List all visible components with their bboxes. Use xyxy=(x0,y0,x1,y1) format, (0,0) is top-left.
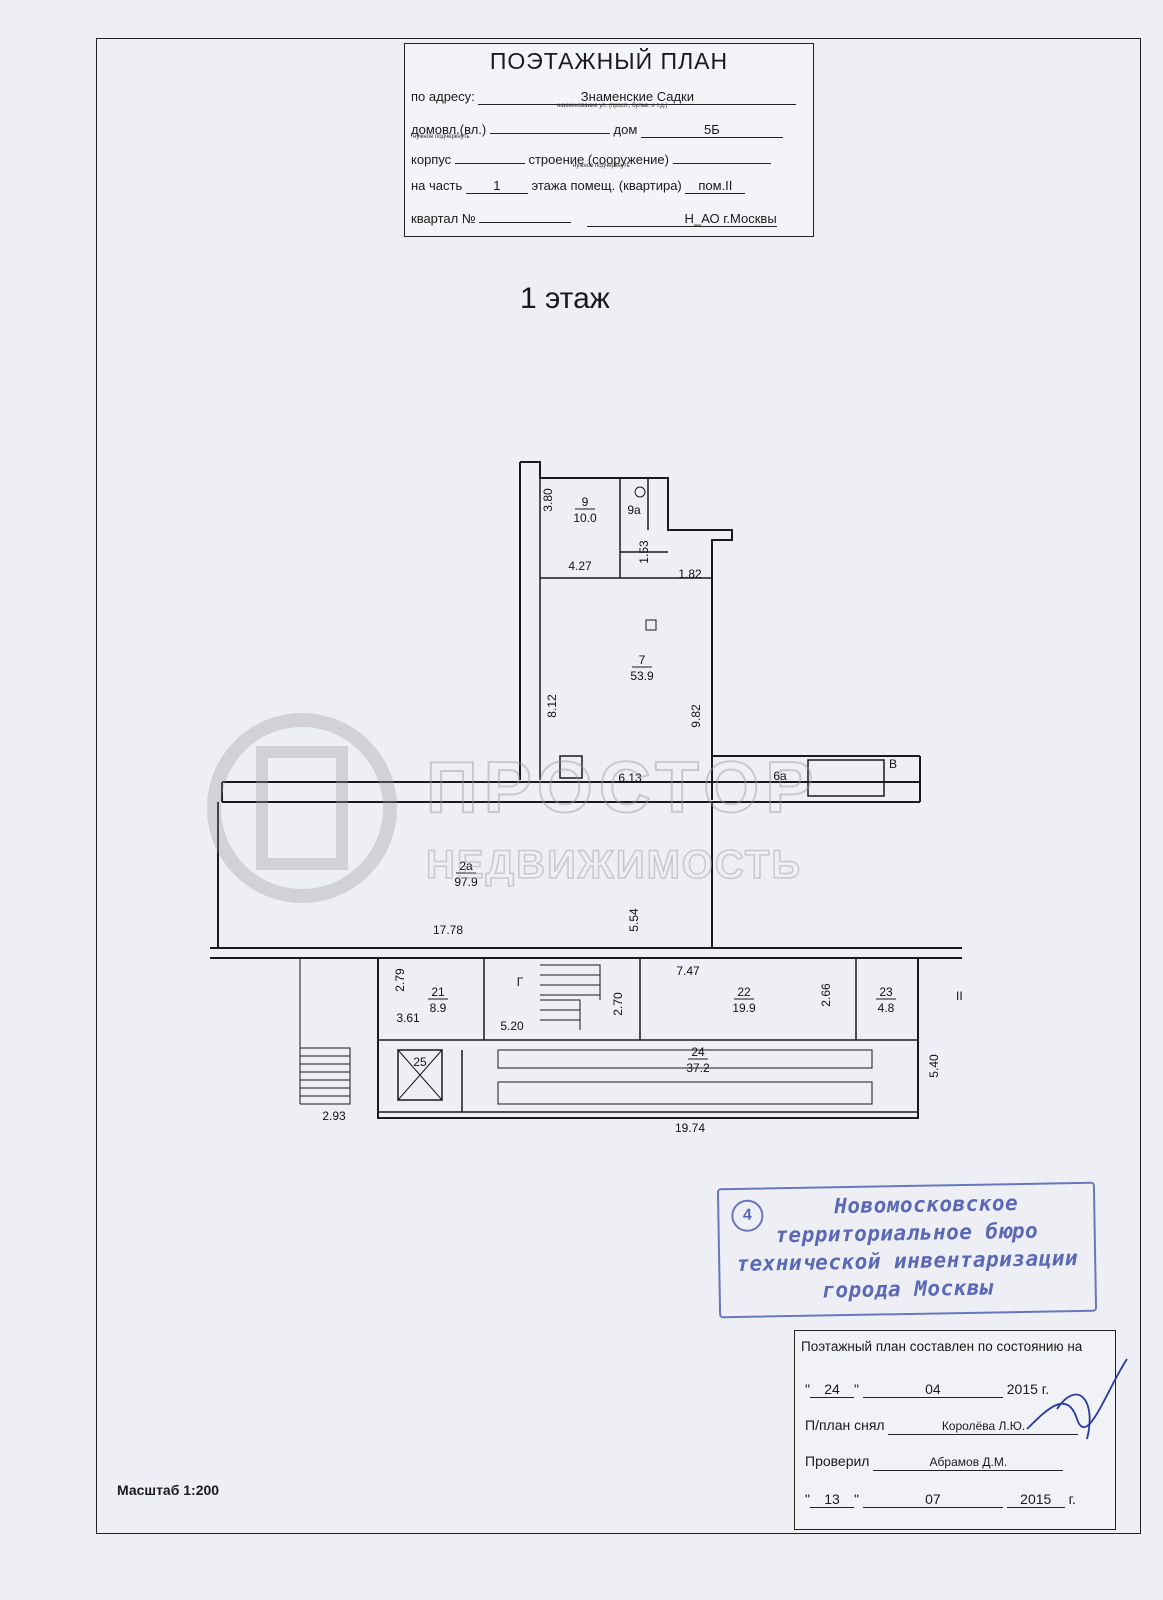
stroenie-note: нужное подчеркнуть xyxy=(573,163,630,169)
dom-value: 5Б xyxy=(640,122,783,138)
scale-label: Масштаб 1:200 xyxy=(117,1482,220,1498)
drew-label: П/план снял xyxy=(805,1417,885,1433)
mark-ii: II xyxy=(956,989,963,1003)
checked-value: Абрамов Д.М. xyxy=(873,1454,1064,1471)
dimension-label: 2.70 xyxy=(611,992,625,1016)
info-heading: Поэтажный план составлен по состоянию на xyxy=(801,1339,1083,1354)
floor-label: этажа помещ. (квартира) xyxy=(531,178,682,193)
room-area: 8.9 xyxy=(430,1001,447,1015)
room-number: 22 xyxy=(737,985,751,999)
room-area: 97.9 xyxy=(454,875,478,889)
plan-title: ПОЭТАЖНЫЙ ПЛАН xyxy=(489,48,729,74)
floor-title: 1 этаж xyxy=(520,282,610,315)
dimension-label: 3.61 xyxy=(396,1011,420,1025)
date2-month: 07 xyxy=(862,1491,1003,1508)
address-label: по адресу: xyxy=(411,89,475,104)
date2-year: 2015 xyxy=(1006,1491,1065,1508)
room-number: 23 xyxy=(879,985,893,999)
info-box: Поэтажный план составлен по состоянию на… xyxy=(794,1330,1128,1530)
room-area: 19.9 xyxy=(732,1001,756,1015)
page-frame xyxy=(96,38,1141,1534)
stamp-line-3: технической инвентаризации xyxy=(736,1246,1079,1276)
okrug-value: Н_АО г.Москвы xyxy=(586,211,777,227)
date2-row: "13" 07 2015 г. xyxy=(805,1491,1076,1508)
dimension-label: 2.93 xyxy=(322,1109,346,1123)
room-number: 9 xyxy=(582,495,589,509)
room-number: 7 xyxy=(639,653,646,667)
house-label: домовл.(вл.) xyxy=(411,122,487,137)
room-number: Г xyxy=(517,975,524,989)
dimension-label: 6.13 xyxy=(618,771,642,785)
dimension-label: 2.66 xyxy=(819,983,833,1007)
room-number: В xyxy=(889,757,897,771)
dimension-label: 3.80 xyxy=(541,488,555,512)
bti-stamp: 4 Новомосковское территориальное бюро те… xyxy=(716,1181,1098,1319)
dimension-label: 1.53 xyxy=(637,540,651,564)
checked-row: Проверил Абрамов Д.М. xyxy=(805,1453,1064,1471)
kvartal-label: квартал № xyxy=(411,211,476,226)
date1-month: 04 xyxy=(862,1381,1003,1398)
dimension-label: 2.79 xyxy=(393,968,407,992)
date1-g: г. xyxy=(1041,1381,1050,1397)
title-block: ПОЭТАЖНЫЙ ПЛАН по адресу: Знаменские Сад… xyxy=(404,43,814,237)
part-label: на часть xyxy=(411,178,463,193)
address-line: по адресу: Знаменские Садки xyxy=(411,89,797,105)
part-line: на часть 1 этажа помещ. (квартира) пом.I… xyxy=(411,178,746,194)
kvartal-line: квартал № Н_АО г.Москвы xyxy=(411,207,777,227)
dimension-label: 5.20 xyxy=(500,1019,524,1033)
room-area: 53.9 xyxy=(630,669,654,683)
stamp-line-2: территориальное бюро xyxy=(775,1218,1039,1248)
premises-value: пом.II xyxy=(685,178,746,194)
date1-row: "24" 04 2015 г. xyxy=(805,1381,1050,1398)
address-note: наименование ул. (просп., бульв. и т.д.) xyxy=(557,103,668,109)
korpus-label: корпус xyxy=(411,152,452,167)
room-area: 4.8 xyxy=(878,1001,895,1015)
room-number: 2а xyxy=(459,859,473,873)
room-area: 37.2 xyxy=(686,1061,710,1075)
room-number: 6а xyxy=(773,769,787,783)
address-value: Знаменские Садки xyxy=(478,89,797,105)
room-area: 10.0 xyxy=(573,511,597,525)
dom-label: дом xyxy=(613,122,638,137)
dimension-label: 4.27 xyxy=(568,559,592,573)
date2-g: г. xyxy=(1068,1491,1076,1507)
stroenie-label: строение (сооружение) xyxy=(528,152,669,167)
date2-day: 13 xyxy=(809,1491,854,1508)
part-value: 1 xyxy=(465,178,528,194)
dimension-label: 19.74 xyxy=(675,1121,705,1135)
dimension-label: 5.40 xyxy=(927,1054,941,1078)
room-number: 9а xyxy=(627,503,641,517)
dimension-label: 5.54 xyxy=(627,908,641,932)
date1-day: 24 xyxy=(809,1381,854,1398)
korpus-line: корпус строение (сооружение) xyxy=(411,148,771,167)
drew-value: Королёва Л.Ю. xyxy=(888,1418,1079,1435)
room-number: 25 xyxy=(413,1055,427,1069)
checked-label: Проверил xyxy=(805,1453,870,1469)
dimension-label: 8.12 xyxy=(545,694,559,718)
stamp-line-1: Новомосковское xyxy=(834,1191,1019,1219)
house-note: нужное подчеркнуть xyxy=(413,134,470,140)
signature xyxy=(1026,1358,1128,1440)
dimension-label: 9.82 xyxy=(689,704,703,728)
date1-year: 2015 xyxy=(1006,1381,1038,1397)
house-line: домовл.(вл.) дом 5Б xyxy=(411,118,783,138)
dimension-label: 17.78 xyxy=(433,923,463,937)
dimension-label: 1.82 xyxy=(678,567,702,581)
room-number: 24 xyxy=(691,1045,705,1059)
stamp-line-4: города Москвы xyxy=(822,1275,994,1303)
drew-row: П/план снял Королёва Л.Ю. xyxy=(805,1417,1079,1435)
dimension-label: 7.47 xyxy=(676,964,700,978)
room-number: 21 xyxy=(431,985,445,999)
